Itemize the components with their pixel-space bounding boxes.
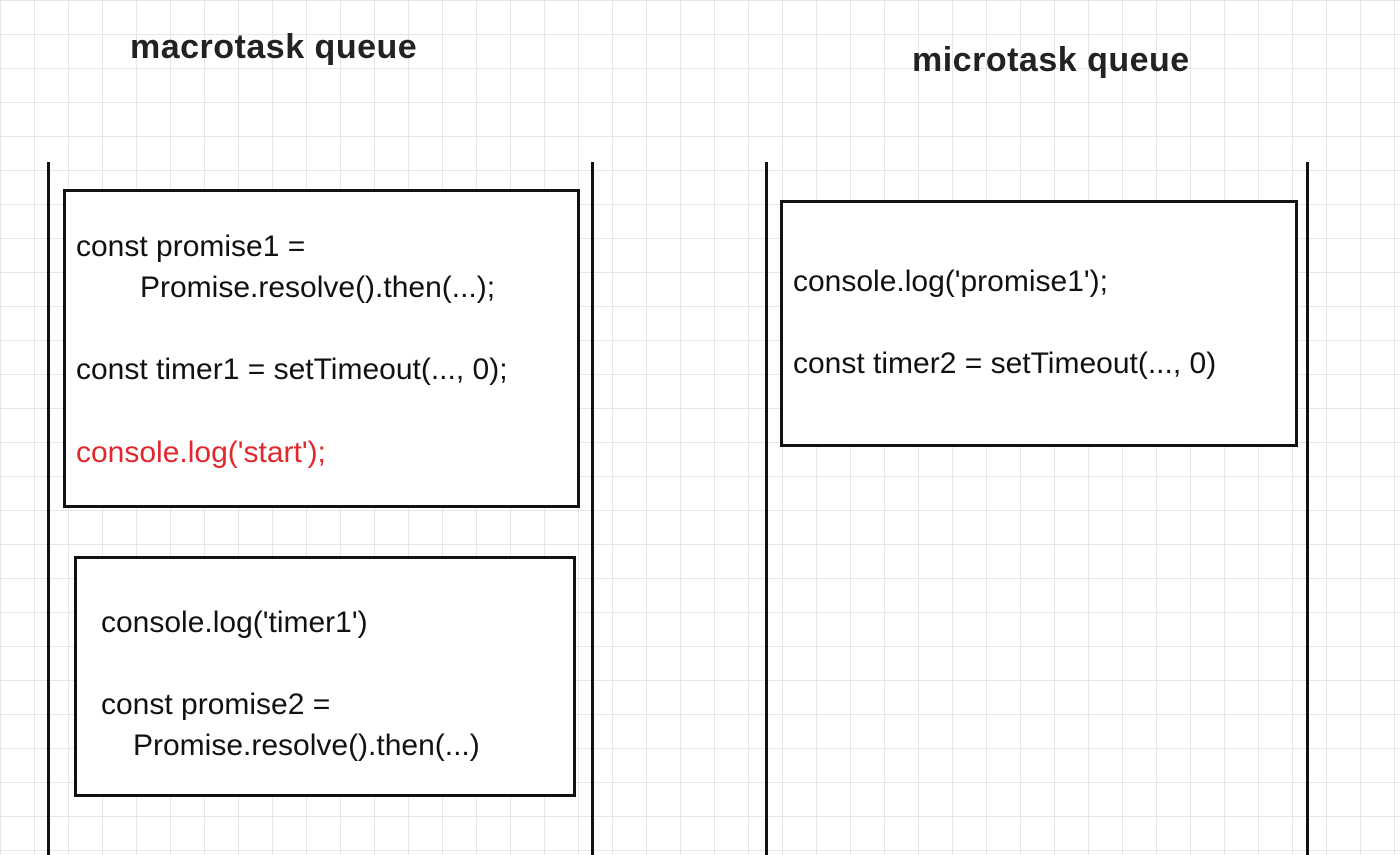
macrotask-queue-title: macrotask queue <box>130 28 418 66</box>
code-line: console.log('promise1'); <box>793 265 1108 298</box>
macrotask-queue-left-wall <box>47 162 50 855</box>
microtask-queue-right-wall <box>1306 162 1309 855</box>
macrotask-queue-right-wall <box>591 162 594 855</box>
code-line: Promise.resolve().then(...) <box>133 729 480 762</box>
code-line: const promise1 = <box>76 230 306 263</box>
microtask-queue-left-wall <box>765 162 768 855</box>
code-line: const timer2 = setTimeout(..., 0) <box>793 347 1217 380</box>
microtask-box-1: console.log('promise1'); const timer2 = … <box>780 200 1298 447</box>
macrotask-box-2: console.log('timer1') const promise2 = P… <box>74 556 576 797</box>
microtask-queue-title: microtask queue <box>912 41 1190 79</box>
code-line: Promise.resolve().then(...); <box>140 271 496 304</box>
code-line: const promise2 = <box>101 688 331 721</box>
code-line: console.log('timer1') <box>101 606 368 639</box>
code-line-highlighted: console.log('start'); <box>76 436 326 469</box>
macrotask-box-1: const promise1 = Promise.resolve().then(… <box>63 189 580 508</box>
code-line: const timer1 = setTimeout(..., 0); <box>76 353 508 386</box>
